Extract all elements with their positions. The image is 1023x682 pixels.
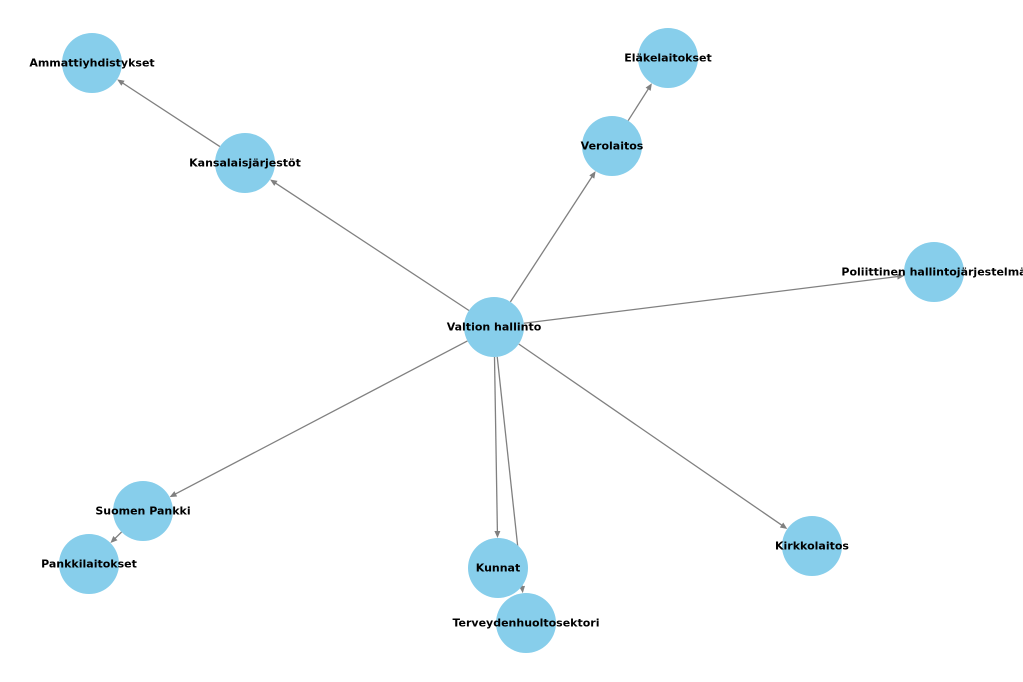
node-circle — [215, 133, 275, 193]
node-circle — [582, 116, 642, 176]
node-ammatti: Ammattiyhdistykset — [29, 33, 155, 93]
node-label: Ammattiyhdistykset — [29, 57, 154, 70]
node-label: Kunnat — [476, 562, 521, 575]
node-circle — [496, 593, 556, 653]
node-label: Kansalaisjärjestöt — [189, 157, 301, 170]
arrowhead-valtion-to-kirkko — [779, 522, 788, 529]
edge-valtion-to-vero — [509, 174, 594, 303]
arrowhead-vero-to-elake — [645, 83, 652, 91]
edge-valtion-to-kirkko — [518, 343, 785, 528]
node-label: Kirkkolaitos — [775, 540, 849, 553]
node-vero: Verolaitos — [581, 116, 644, 176]
node-terveys: Terveydenhuoltosektori — [452, 593, 600, 653]
node-circle — [113, 481, 173, 541]
arrowhead-valtion-to-poliittinen — [896, 273, 905, 280]
node-label: Terveydenhuoltosektori — [452, 617, 599, 630]
edge-valtion-to-kunnat — [493, 356, 499, 535]
arrowhead-suomen-to-pankki — [110, 535, 118, 543]
node-label: Poliittinen hallintojärjestelmä — [841, 266, 1023, 279]
arrowhead-valtion-to-suomen — [169, 491, 178, 498]
node-circle — [904, 242, 964, 302]
node-label: Pankkilaitokset — [41, 558, 137, 571]
node-circle — [468, 538, 528, 598]
edge-kansalais-to-ammatti — [120, 81, 221, 148]
node-circle — [464, 297, 524, 357]
arrowhead-valtion-to-vero — [589, 171, 596, 179]
node-suomen: Suomen Pankki — [95, 481, 191, 541]
node-kansalais: Kansalaisjärjestöt — [189, 133, 301, 193]
edge-valtion-to-kansalais — [273, 181, 470, 312]
arrowhead-kansalais-to-ammatti — [117, 79, 125, 86]
nodes-layer: Valtion hallinto Kansalaisjärjestöt Ammatt… — [29, 28, 1023, 653]
node-circle — [638, 28, 698, 88]
edge-vero-to-elake — [627, 86, 651, 122]
node-kunnat: Kunnat — [468, 538, 528, 598]
node-circle — [59, 534, 119, 594]
node-circle — [782, 516, 842, 576]
node-kirkko: Kirkkolaitos — [775, 516, 849, 576]
edge-valtion-to-poliittinen — [523, 275, 901, 324]
node-elake: Eläkelaitokset — [624, 28, 712, 88]
node-label: Verolaitos — [581, 140, 644, 153]
node-poliittinen: Poliittinen hallintojärjestelmä — [841, 242, 1023, 302]
node-label: Valtion hallinto — [447, 321, 542, 334]
node-label: Suomen Pankki — [95, 505, 190, 518]
node-circle — [62, 33, 122, 93]
arrowhead-valtion-to-kansalais — [270, 179, 278, 186]
node-valtion: Valtion hallinto — [447, 297, 542, 357]
node-label: Eläkelaitokset — [624, 52, 712, 65]
node-pankki: Pankkilaitokset — [41, 534, 137, 594]
arrowhead-valtion-to-kunnat — [494, 530, 501, 539]
edge-valtion-to-suomen — [172, 340, 468, 496]
